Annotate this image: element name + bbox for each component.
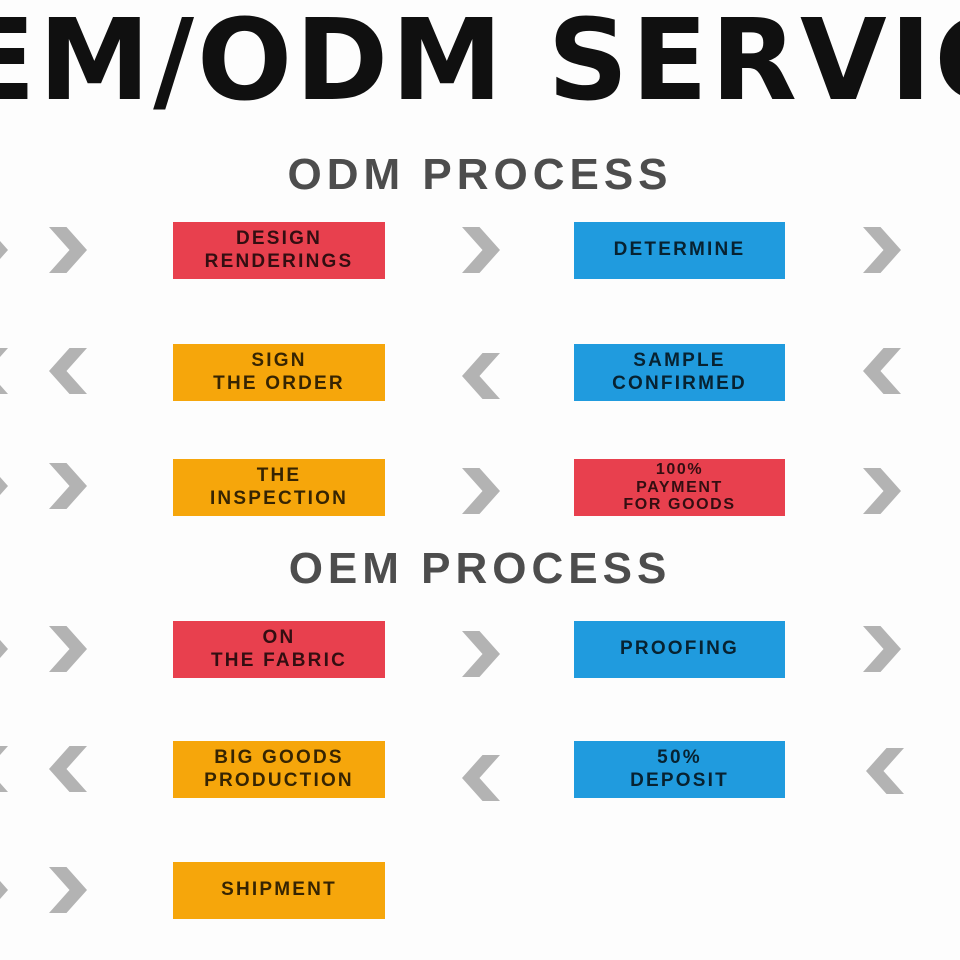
arrow-right-icon xyxy=(49,227,87,273)
arrow-right-icon xyxy=(863,227,901,273)
arrow-left-icon xyxy=(863,348,901,394)
section-heading-oem: OEM PROCESS xyxy=(288,544,672,593)
arrow-right-icon xyxy=(49,463,87,509)
arrow-right-icon xyxy=(49,867,87,913)
arrow-right-icon xyxy=(863,626,901,672)
arrow-left-icon xyxy=(866,748,904,794)
arrow-right-icon xyxy=(462,227,500,273)
arrow-left-icon xyxy=(0,746,8,792)
step-the-inspection: THE INSPECTION xyxy=(173,459,385,516)
arrow-right-icon xyxy=(49,626,87,672)
step-design-renderings: DESIGN RENDERINGS xyxy=(173,222,385,279)
arrow-right-icon xyxy=(863,468,901,514)
arrow-right-icon xyxy=(462,468,500,514)
arrow-right-icon xyxy=(0,626,8,672)
arrow-right-icon xyxy=(462,631,500,677)
arrow-left-icon xyxy=(49,746,87,792)
step-100-payment-for-goods: 100% PAYMENT FOR GOODS xyxy=(574,459,785,516)
arrow-right-icon xyxy=(0,227,8,273)
page-title: OEM/ODM SERVICE xyxy=(0,0,960,126)
step-on-the-fabric: ON THE FABRIC xyxy=(173,621,385,678)
arrow-right-icon xyxy=(0,463,8,509)
step-proofing: PROOFING xyxy=(574,621,785,678)
step-sample-confirmed: SAMPLE CONFIRMED xyxy=(574,344,785,401)
section-heading-odm: ODM PROCESS xyxy=(287,150,673,199)
arrow-left-icon xyxy=(0,348,8,394)
arrow-left-icon xyxy=(49,348,87,394)
step-determine: DETERMINE xyxy=(574,222,785,279)
arrow-left-icon xyxy=(462,353,500,399)
step-sign-the-order: SIGN THE ORDER xyxy=(173,344,385,401)
step-50-deposit: 50% DEPOSIT xyxy=(574,741,785,798)
step-shipment: SHIPMENT xyxy=(173,862,385,919)
arrow-left-icon xyxy=(462,755,500,801)
arrow-right-icon xyxy=(0,867,8,913)
step-big-goods-production: BIG GOODS PRODUCTION xyxy=(173,741,385,798)
